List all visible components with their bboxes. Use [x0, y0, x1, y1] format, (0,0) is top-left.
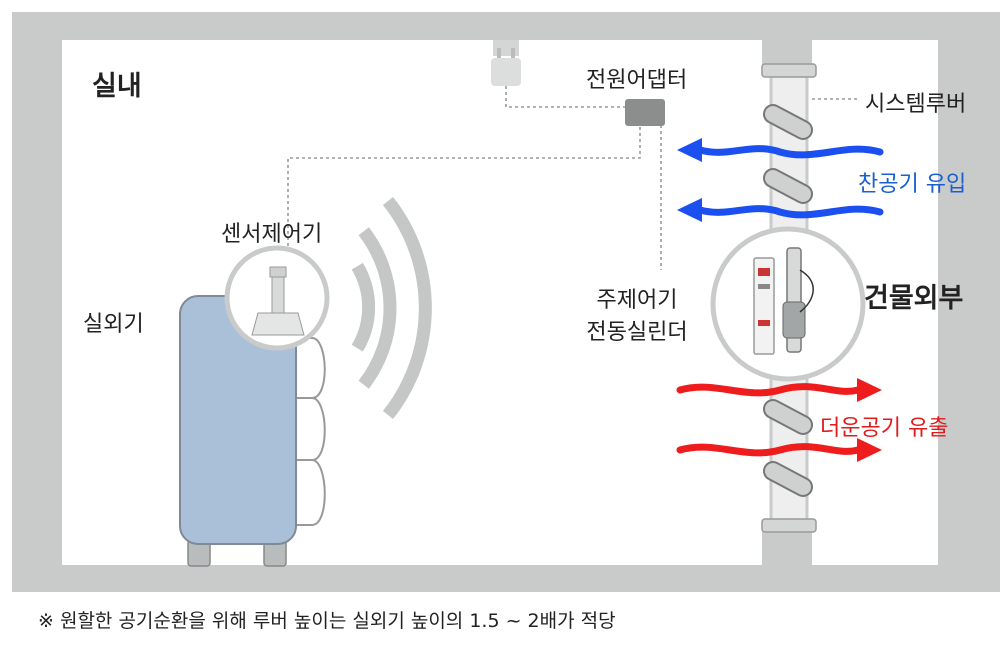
indoor-label: 실내 — [92, 71, 142, 102]
louver-blade-icon — [762, 168, 814, 204]
cold-arrow-head — [677, 198, 702, 222]
louver-blade-icon — [762, 104, 814, 140]
ceiling-plug-icon — [491, 40, 521, 86]
floor-wall — [12, 565, 1000, 592]
footnote: ※ 원할한 공기순환을 위해 루버 높이는 실외기 높이의 1.5 ~ 2배가 … — [38, 610, 616, 632]
ceiling-wall — [12, 12, 1000, 40]
sensor-icon — [224, 245, 330, 351]
outdoor-unit-fan — [291, 337, 326, 526]
cold-arrow-head — [677, 138, 702, 162]
power-adapter-icon — [625, 99, 665, 126]
system-louver-label: 시스템루버 — [865, 92, 967, 117]
louver-top-cap — [761, 63, 817, 78]
louver-blade-icon — [762, 461, 814, 497]
electric-cylinder-label: 전동실린더 — [586, 320, 688, 345]
outdoor-unit-label: 실외기 — [83, 312, 144, 337]
wiring — [287, 86, 860, 270]
outdoor-unit — [179, 295, 326, 567]
louver-blade-icon — [762, 399, 814, 435]
hot-arrow-head — [857, 438, 882, 462]
cold-air-in-label: 찬공기 유입 — [858, 172, 967, 197]
cold-air-arrows — [696, 145, 884, 219]
hot-air-out-label: 더운공기 유출 — [820, 416, 949, 441]
main-controller-label: 주제어기 — [596, 288, 678, 313]
left-wall — [12, 12, 62, 592]
sensor-controller-label: 센서제어기 — [221, 222, 323, 247]
right-wall-lower — [762, 532, 812, 592]
actuator-controller-icon — [710, 226, 866, 382]
building-walls — [12, 12, 1000, 592]
louver-bottom-cap — [761, 518, 817, 533]
outer-wall — [938, 12, 1000, 592]
right-wall-upper — [762, 12, 812, 68]
power-adapter-label: 전원어댑터 — [586, 68, 688, 93]
hot-arrow-head — [857, 378, 882, 402]
hot-air-arrows — [676, 383, 862, 457]
wireless-signal-icon — [351, 196, 432, 420]
building-exterior-label: 건물외부 — [864, 283, 964, 314]
